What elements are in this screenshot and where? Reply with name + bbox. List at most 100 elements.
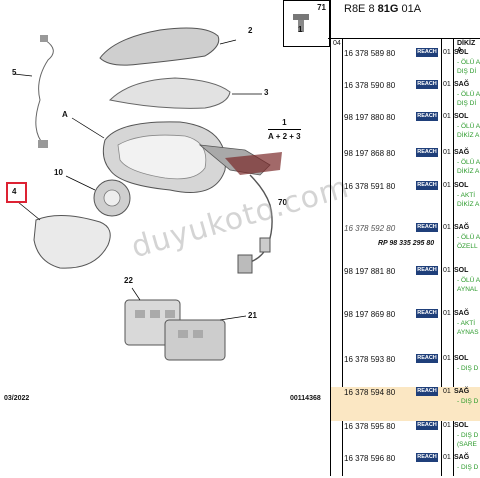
callout-70: 70 (278, 198, 287, 207)
row-note-2: DIŞ Dİ (457, 100, 477, 107)
row-note: - ÖLÜ A (457, 123, 480, 130)
parts-list-panel: 04 DİKİZ A (330, 0, 480, 476)
callout-71: 71 (317, 3, 326, 12)
side-label: SAĞ (454, 388, 470, 395)
reach-badge: REACH (416, 80, 438, 89)
part-number: 16 378 589 80 (344, 49, 396, 58)
row-note: - ÖLÜ A (457, 159, 480, 166)
row-note: - ÖLÜ A (457, 91, 480, 98)
side-label: SOL (454, 267, 469, 274)
callout-22: 22 (124, 276, 133, 285)
exploded-diagram: 2 3 5 A 10 70 22 21 4 71 1 1 A + 2 + 3 d… (4, 0, 353, 402)
row-note: - DIŞ D (457, 365, 479, 372)
callout-3: 3 (264, 88, 269, 97)
part-number: 98 197 868 80 (344, 149, 396, 158)
reach-badge: REACH (416, 48, 438, 57)
row-note-2: AYNAL (457, 286, 478, 293)
side-label: SOL (454, 355, 469, 362)
footer-ref: 00114368 (290, 395, 321, 402)
side-label: SAĞ (454, 310, 470, 317)
row-note-2: ÖZELL (457, 243, 478, 250)
side-label: SOL (454, 49, 469, 56)
column-label: DİKİZ A (457, 40, 476, 54)
quantity: 01 (443, 388, 451, 395)
quantity: 01 (443, 454, 451, 461)
selected-callout-4[interactable]: 4 (6, 182, 27, 203)
footer-date: 03/2022 (4, 395, 30, 402)
group-number: 04 (333, 40, 341, 47)
reach-badge: REACH (416, 223, 438, 232)
part-number: 16 378 596 80 (344, 454, 396, 463)
row-note: - DIŞ D (457, 432, 479, 439)
row-note: - AKTİ (457, 192, 476, 199)
row-note-2: DIŞ Dİ (457, 68, 477, 75)
quantity: 01 (443, 49, 451, 56)
quantity: 01 (443, 81, 451, 88)
assembly-note-top: 1 (282, 118, 287, 127)
quantity: 01 (443, 310, 451, 317)
callout-5: 5 (12, 68, 17, 77)
part-number: 98 197 881 80 (344, 267, 396, 276)
reach-badge: REACH (416, 354, 438, 363)
side-label: SAĞ (454, 454, 470, 461)
callout-4: 4 (12, 187, 17, 196)
side-label: SAĞ (454, 81, 470, 88)
catalog-header: R8E 8 81G 01A (328, 0, 480, 39)
assembly-note-bottom: A + 2 + 3 (268, 132, 301, 141)
part-number: 16 378 595 80 (344, 422, 396, 431)
row-note: - DIŞ D (457, 464, 479, 471)
catalog-code: R8E 8 81G 01A (344, 3, 422, 15)
quantity: 01 (443, 113, 451, 120)
reach-badge: REACH (416, 421, 438, 430)
part-number: 16 378 591 80 (344, 182, 396, 191)
quantity: 01 (443, 182, 451, 189)
reach-badge: REACH (416, 181, 438, 190)
callout-10: 10 (54, 168, 63, 177)
part-number: 16 378 594 80 (344, 388, 396, 397)
side-label: SOL (454, 113, 469, 120)
rp-note: RP 98 335 295 80 (378, 240, 435, 247)
reach-badge: REACH (416, 309, 438, 318)
row-note-2: DİKİZ A (457, 201, 480, 208)
row-note-2: (SARE (457, 441, 477, 448)
part-number: 98 197 869 80 (344, 310, 396, 319)
row-note: - ÖLÜ A (457, 277, 480, 284)
side-label: SAĞ (454, 149, 470, 156)
callout-2: 2 (248, 26, 253, 35)
side-label: SOL (454, 422, 469, 429)
reach-badge: REACH (416, 453, 438, 462)
reach-badge: REACH (416, 387, 438, 396)
quantity: 01 (443, 149, 451, 156)
callout-21: 21 (248, 311, 257, 320)
column-divider (342, 38, 343, 476)
column-divider (453, 38, 454, 476)
row-note: - DIŞ D (457, 398, 479, 405)
quantity: 01 (443, 267, 451, 274)
reach-badge: REACH (416, 148, 438, 157)
part-number: 16 378 590 80 (344, 81, 396, 90)
callout-1: 1 (298, 25, 303, 34)
row-note: - AKTİ (457, 320, 476, 327)
reach-badge: REACH (416, 266, 438, 275)
assembly-note: 1 A + 2 + 3 (268, 118, 301, 141)
side-label: SAĞ (454, 224, 470, 231)
callout-A: A (62, 110, 68, 119)
mirror-parts-drawing (13, 14, 309, 361)
column-divider (441, 38, 442, 476)
row-note-2: AYNAS (457, 329, 479, 336)
quantity: 01 (443, 355, 451, 362)
part-71-inset: 71 1 (283, 0, 330, 47)
row-note-2: DİKİZ A (457, 132, 480, 139)
